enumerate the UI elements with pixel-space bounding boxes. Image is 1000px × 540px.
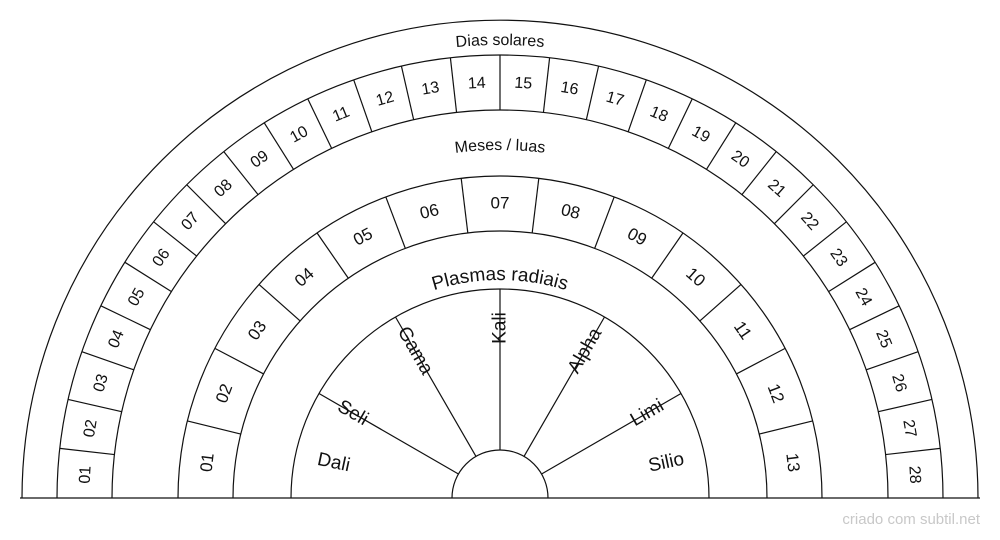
day-label: 14: [467, 75, 486, 93]
plasma-divider: [318, 392, 459, 475]
day-label: 27: [899, 418, 919, 438]
day-divider: [705, 122, 737, 170]
day-divider: [124, 261, 172, 293]
month-divider: [460, 178, 469, 234]
day-divider: [400, 65, 415, 120]
day-divider: [878, 398, 933, 413]
day-divider: [67, 398, 122, 413]
day-divider: [223, 151, 259, 196]
day-label: 13: [420, 79, 440, 99]
plasma-label: Gama: [393, 323, 437, 379]
month-label: 07: [491, 194, 510, 213]
day-divider: [828, 261, 876, 293]
month-divider: [187, 420, 241, 435]
plasma-label: Seli: [334, 396, 372, 430]
month-divider: [531, 178, 540, 234]
plasma-label: Kali: [490, 312, 511, 344]
month-divider: [594, 196, 615, 249]
months-ring-title: Meses / luas: [454, 137, 546, 157]
month-label: 12: [764, 381, 788, 405]
plasma-divider: [394, 316, 477, 457]
month-label: 02: [212, 381, 236, 405]
day-divider: [773, 184, 814, 225]
day-divider: [153, 221, 198, 257]
month-label: 04: [291, 264, 318, 291]
day-divider: [186, 184, 227, 225]
day-label: 25: [872, 328, 895, 351]
day-label: 10: [287, 123, 311, 147]
day-label: 12: [374, 89, 396, 110]
day-label: 07: [178, 209, 203, 234]
day-divider: [353, 79, 373, 132]
day-divider: [449, 57, 458, 113]
plasma-divider: [541, 392, 682, 475]
month-label: 08: [559, 200, 582, 223]
day-divider: [100, 305, 151, 331]
day-label: 05: [125, 285, 149, 309]
day-label: 21: [764, 176, 789, 201]
day-label: 08: [211, 176, 236, 201]
day-divider: [802, 221, 847, 257]
days-ring-title: Dias solares: [455, 32, 545, 51]
day-label: 18: [647, 103, 670, 126]
day-divider: [585, 65, 600, 120]
day-label: 19: [689, 123, 713, 147]
day-label: 11: [330, 104, 352, 126]
day-label: 26: [888, 372, 909, 394]
day-label: 17: [604, 89, 626, 110]
ring-arc-3: [177, 175, 823, 499]
day-divider: [741, 151, 777, 196]
day-divider: [542, 57, 551, 113]
month-label: 13: [782, 452, 803, 473]
month-label: 06: [418, 200, 441, 223]
month-divider: [258, 284, 301, 322]
day-divider: [885, 447, 941, 456]
plasma-divider: [523, 316, 606, 457]
day-label: 01: [77, 465, 95, 484]
month-divider: [214, 347, 264, 375]
day-label: 06: [149, 246, 173, 270]
day-label: 16: [559, 79, 579, 99]
day-label: 20: [728, 147, 752, 171]
ring-arc-4: [232, 230, 768, 499]
plasma-label: Alpha: [564, 324, 607, 377]
month-divider: [316, 232, 349, 279]
day-divider: [263, 122, 295, 170]
day-divider: [307, 98, 333, 149]
month-label: 05: [350, 224, 376, 250]
plasma-label: Silio: [647, 449, 686, 477]
month-divider: [699, 284, 742, 322]
month-label: 03: [244, 317, 270, 343]
ring-arc-0: [21, 19, 979, 499]
day-label: 03: [91, 372, 112, 394]
ring-arc-2: [111, 109, 889, 499]
day-label: 22: [797, 209, 822, 234]
day-label: 09: [248, 147, 272, 171]
month-divider: [736, 347, 786, 375]
month-divider: [385, 196, 406, 249]
month-label: 09: [624, 224, 650, 250]
day-label: 15: [514, 75, 533, 93]
day-divider: [849, 305, 900, 331]
day-label: 23: [826, 246, 850, 270]
ring-arc-6: [451, 449, 549, 499]
day-label: 02: [81, 418, 101, 438]
day-divider: [667, 98, 693, 149]
watermark: criado com subtil.net: [842, 511, 980, 528]
day-label: 28: [905, 465, 923, 484]
month-divider: [651, 232, 684, 279]
day-label: 24: [851, 285, 875, 309]
day-label: 04: [105, 328, 128, 351]
month-label: 10: [682, 264, 709, 291]
day-divider: [59, 447, 115, 456]
day-divider: [81, 351, 134, 371]
day-divider: [866, 351, 919, 371]
month-label: 01: [197, 452, 218, 473]
plasma-label: Limi: [627, 395, 668, 431]
day-divider: [627, 79, 647, 132]
month-divider: [759, 420, 813, 435]
plasma-label: Dali: [316, 449, 352, 476]
month-label: 11: [730, 318, 756, 343]
